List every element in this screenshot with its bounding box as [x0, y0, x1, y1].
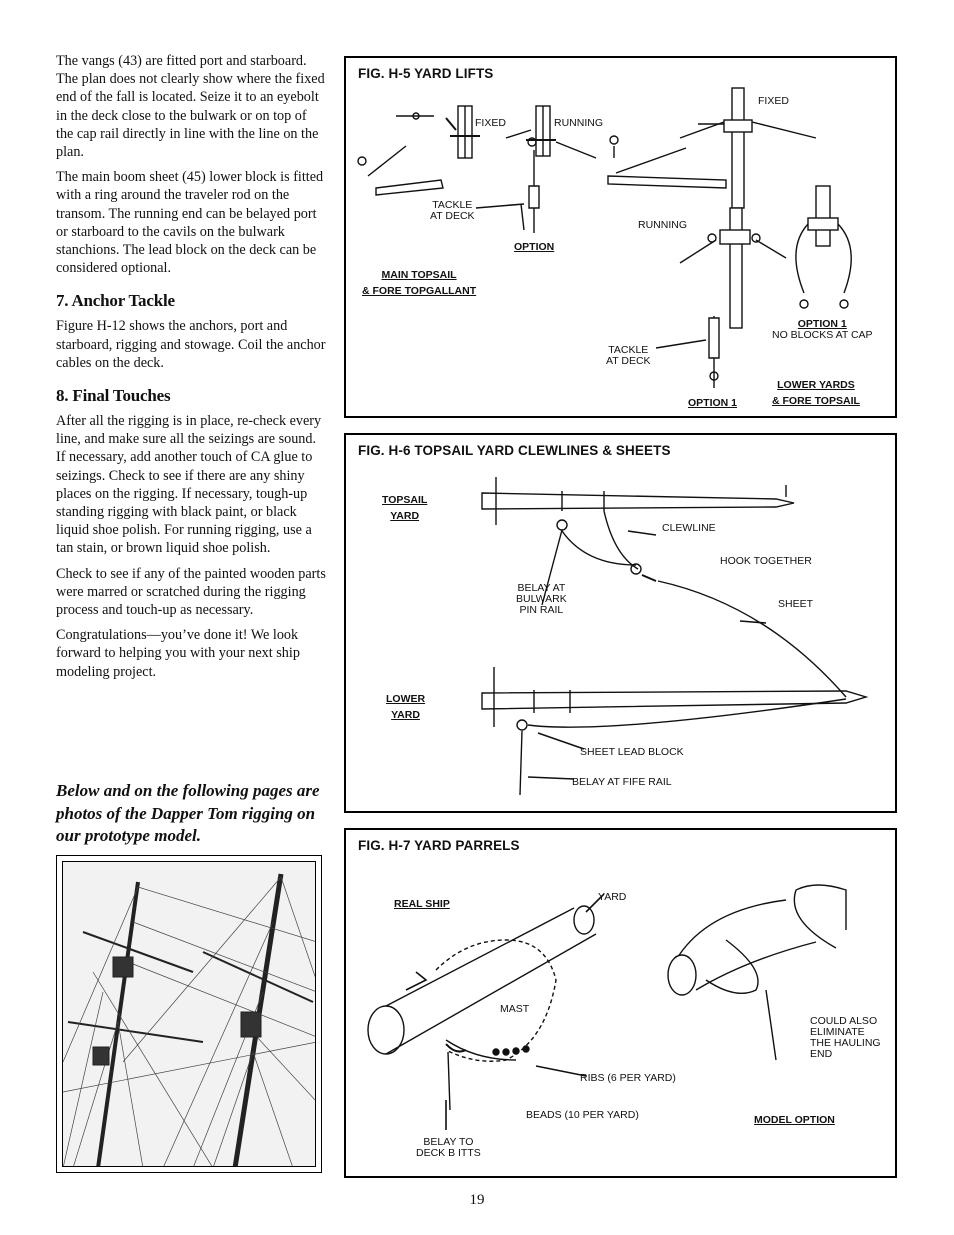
label-could-a: COULD ALSO [810, 1015, 878, 1027]
label-belay-a: BELAY AT [517, 582, 566, 594]
paragraph-main-boom-sheet: The main boom sheet (45) lower block is … [56, 169, 324, 277]
label-lower-yards-b: & FORE TOPSAIL [772, 395, 860, 407]
label-belay-deck-b: DECK B ITTS [416, 1147, 481, 1159]
label-could-d: END [810, 1048, 833, 1060]
label-could-also-eliminate: COULD ALSO ELIMINATE THE HAULING END [810, 1016, 881, 1060]
label-mast: MAST [500, 1003, 530, 1015]
label-belay-deck-bitts: BELAY TO DECK B ITTS [416, 1137, 481, 1159]
label-sheet-lead-block: SHEET LEAD BLOCK [580, 746, 684, 758]
paragraph-congratulations: Congratulations—you’ve done it! We look … [56, 627, 300, 680]
figure-h5-yard-lifts: FIG. H-5 YARD LIFTS FIXED RUNNING FIXED … [344, 56, 897, 418]
label-model-option: MODEL OPTION [754, 1114, 835, 1126]
figure-h7-yard-parrels: FIG. H-7 YARD PARRELS REAL SHIP YARD MAS… [344, 828, 897, 1178]
label-lower-b: YARD [391, 709, 420, 721]
page-number: 19 [469, 1192, 485, 1208]
label-tackle-1a: TACKLE [432, 199, 473, 211]
rigging-photo [62, 861, 316, 1167]
label-topsail-yard: TOPSAIL YARD [382, 495, 427, 522]
label-main-topsail-b: & FORE TOPGALLANT [362, 285, 477, 297]
label-hook-together: HOOK TOGETHER [720, 555, 812, 567]
figure-h7-drawing [367, 884, 847, 1130]
label-lower-yards-a: LOWER YARDS [777, 379, 855, 391]
label-tackle-1b: AT DECK [430, 210, 475, 222]
figure-h6-clewlines-sheets: FIG. H-6 TOPSAIL YARD CLEWLINES & SHEETS… [344, 433, 897, 813]
label-running-1: RUNNING [554, 117, 603, 129]
heading-final-touches: 8. Final Touches [56, 386, 171, 406]
label-fixed-1: FIXED [475, 117, 506, 129]
paragraph-anchor-tackle: Figure H-12 shows the anchors, port and … [56, 318, 326, 371]
label-belay-deck-a: BELAY TO [423, 1136, 474, 1148]
label-tackle-2b: AT DECK [606, 355, 651, 367]
label-fixed-2: FIXED [758, 95, 789, 107]
photo-intro-text: Below and on the following pages are pho… [56, 781, 320, 845]
paragraph-final-touches: After all the rigging is in place, re-ch… [56, 413, 322, 557]
label-could-c: THE HAULING [810, 1037, 881, 1049]
figure-h5-title: FIG. H-5 YARD LIFTS [358, 66, 494, 81]
figure-h7-title: FIG. H-7 YARD PARRELS [358, 838, 520, 853]
label-option: OPTION [514, 241, 555, 253]
label-could-b: ELIMINATE [810, 1026, 865, 1038]
label-belay-b: BULWARK [516, 593, 567, 605]
label-belay-c: PIN RAIL [519, 604, 564, 616]
label-lower-a: LOWER [386, 693, 426, 705]
label-tackle-at-deck-1: TACKLE AT DECK [430, 200, 475, 222]
figure-h6-drawing [481, 477, 869, 796]
label-lower-yards: LOWER YARDS & FORE TOPSAIL [772, 380, 860, 407]
label-yard: YARD [598, 891, 627, 903]
label-tackle-2a: TACKLE [608, 344, 649, 356]
label-option1-b: NO BLOCKS AT CAP [772, 329, 873, 341]
label-tackle-at-deck-2: TACKLE AT DECK [606, 345, 651, 367]
body-text-column: The vangs (43) are fitted port and starb… [56, 52, 326, 688]
label-topsail-a: TOPSAIL [382, 494, 428, 506]
heading-anchor-tackle: 7. Anchor Tackle [56, 291, 175, 311]
label-main-topsail: MAIN TOPSAIL & FORE TOPGALLANT [362, 270, 476, 297]
label-option1-a: OPTION 1 [797, 318, 847, 330]
paragraph-painted-parts: Check to see if any of the painted woode… [56, 565, 326, 619]
label-belay-fife-rail: BELAY AT FIFE RAIL [572, 776, 672, 788]
label-belay-pin-rail: BELAY AT BULWARK PIN RAIL [516, 583, 567, 616]
label-real-ship: REAL SHIP [394, 898, 450, 910]
figure-h6-title: FIG. H-6 TOPSAIL YARD CLEWLINES & SHEETS [358, 443, 671, 458]
rigging-photo-illustration [63, 862, 315, 1166]
label-sheet: SHEET [778, 598, 814, 610]
label-option1-no-blocks: OPTION 1 NO BLOCKS AT CAP [772, 319, 873, 341]
label-main-topsail-a: MAIN TOPSAIL [381, 269, 457, 281]
paragraph-vangs: The vangs (43) are fitted port and starb… [56, 53, 325, 161]
label-lower-yard: LOWER YARD [386, 694, 425, 721]
label-option1-bottom: OPTION 1 [688, 397, 738, 409]
figure-h5-drawing [357, 87, 852, 388]
label-beads: BEADS (10 PER YARD) [526, 1109, 639, 1121]
label-clewline: CLEWLINE [662, 522, 716, 534]
rigging-photo-frame [56, 855, 322, 1173]
label-running-2: RUNNING [638, 219, 687, 231]
label-ribs: RIBS (6 PER YARD) [580, 1072, 676, 1084]
label-topsail-b: YARD [390, 510, 420, 522]
